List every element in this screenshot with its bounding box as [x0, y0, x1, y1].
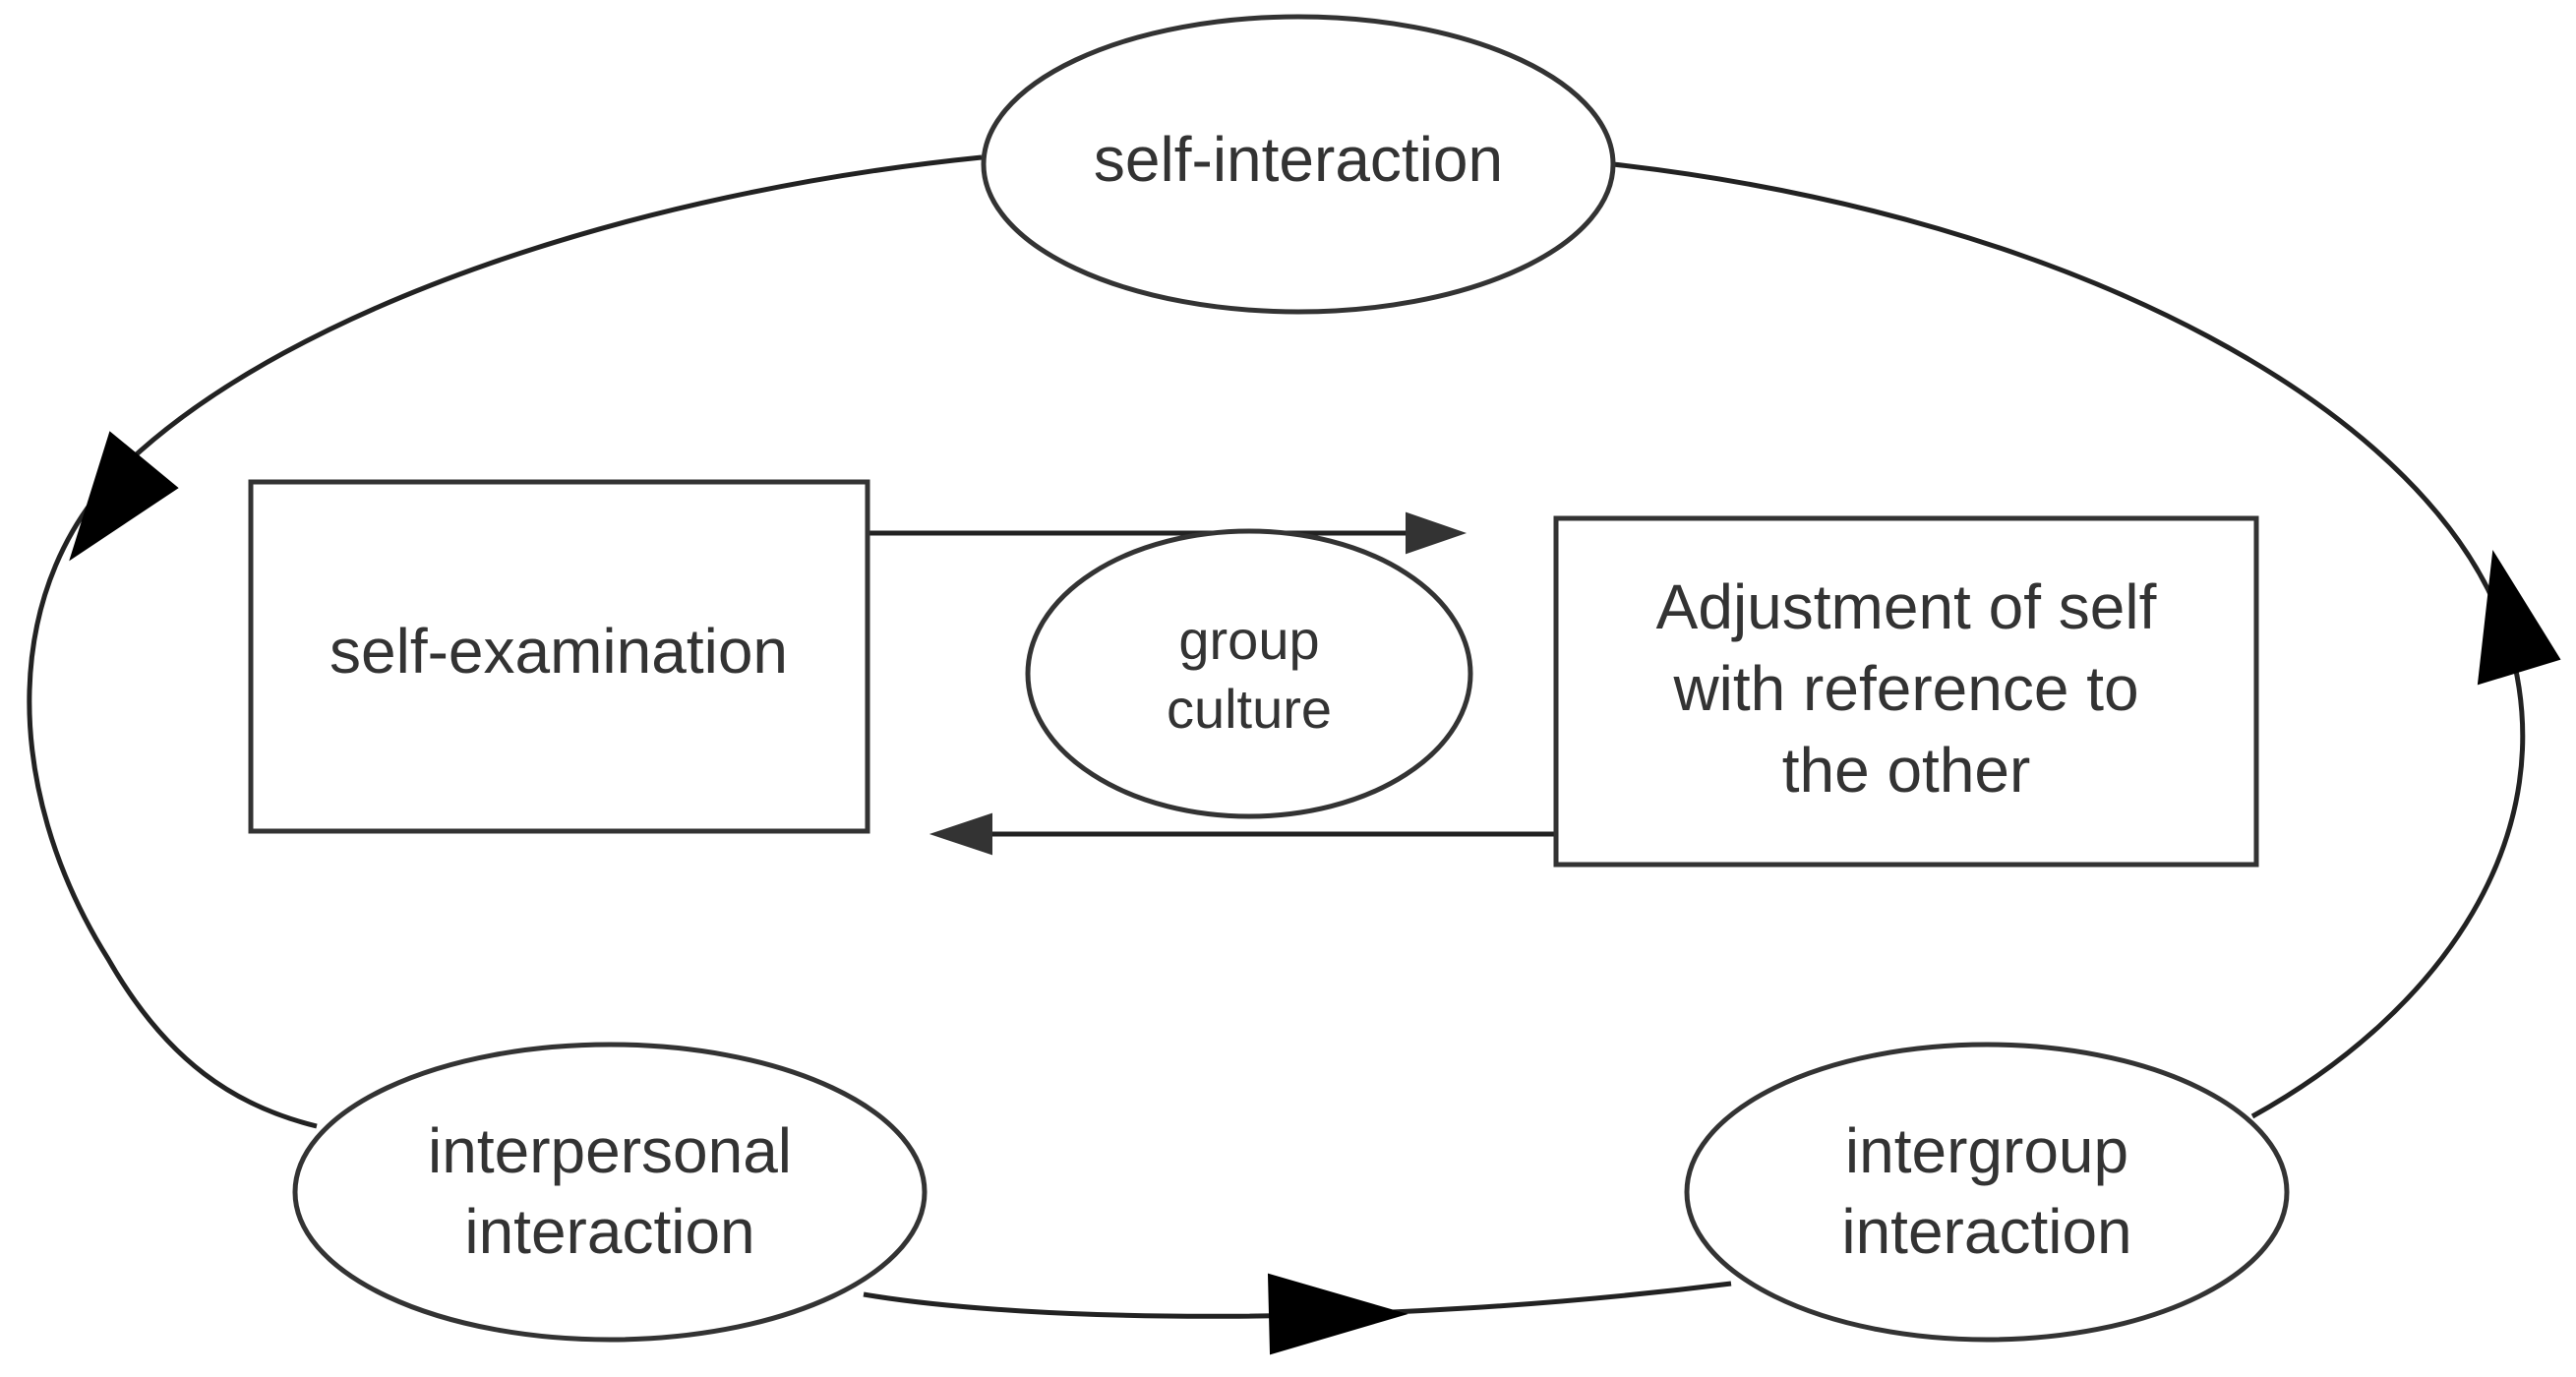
interpersonal-label-line1: interpersonal [428, 1115, 792, 1186]
node-group-culture: group culture [1025, 528, 1473, 819]
outer-cycle [27, 154, 2526, 1319]
connector-self-to-interpersonal [27, 154, 983, 1129]
connector-intergroup-to-self [1612, 161, 2526, 1119]
node-intergroup-interaction: intergroup interaction [1684, 1042, 2290, 1343]
inner-arrows [869, 511, 1554, 856]
group-culture-label-line1: group [1178, 609, 1319, 671]
adjustment-label-line3: the other [1782, 735, 2031, 806]
node-self-examination: self-examination [248, 479, 870, 834]
self-examination-label: self-examination [329, 616, 788, 687]
arrowhead-inner-right [1406, 511, 1468, 555]
arrowhead-inner-left [929, 812, 992, 856]
arrowhead-left [69, 431, 179, 562]
node-self-interaction: self-interaction [981, 14, 1616, 315]
arrowhead-bottom [1267, 1273, 1408, 1355]
group-culture-label-line2: culture [1167, 678, 1332, 740]
intergroup-label-line2: interaction [1841, 1196, 2131, 1267]
connector-interpersonal-to-intergroup [863, 1281, 1732, 1319]
node-adjustment: Adjustment of self with reference to the… [1553, 515, 2259, 868]
arrowhead-right [2477, 550, 2561, 686]
adjustment-label-line1: Adjustment of self [1656, 571, 2157, 642]
self-interaction-label: self-interaction [1094, 124, 1503, 195]
interpersonal-label-line2: interaction [464, 1196, 754, 1267]
intergroup-label-line1: intergroup [1845, 1115, 2128, 1186]
adjustment-label-line2: with reference to [1672, 653, 2138, 724]
node-interpersonal-interaction: interpersonal interaction [292, 1042, 928, 1343]
